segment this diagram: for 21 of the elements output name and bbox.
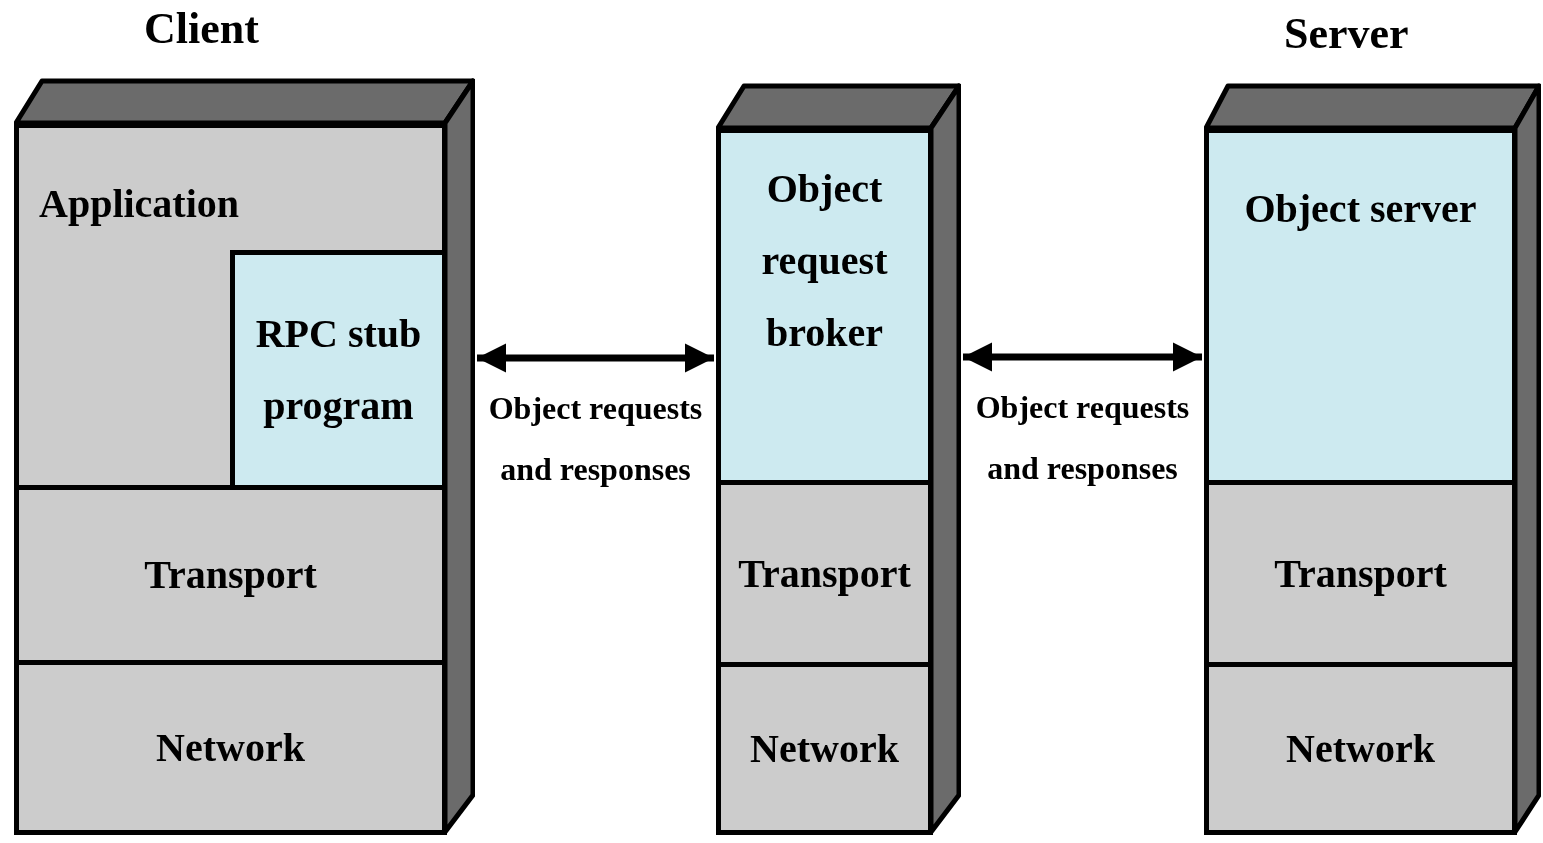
layer-box <box>1204 662 1517 835</box>
column-heading: Server <box>1284 8 1409 59</box>
computer-stack <box>716 83 961 835</box>
layer-label: Transport <box>737 549 912 598</box>
layer-label: Network <box>749 724 900 773</box>
column-heading: Client <box>144 3 259 54</box>
layer-box <box>14 660 447 835</box>
double-arrow <box>963 342 1202 372</box>
layer-box <box>230 250 442 485</box>
layer-label: Application <box>39 180 240 228</box>
layer-label: Transport <box>1273 549 1448 598</box>
layer-label: Network <box>1285 724 1436 773</box>
edge-label: Object requests and responses <box>487 389 704 489</box>
layer-label: Object request broker <box>760 165 889 357</box>
layer-label: Network <box>155 723 306 772</box>
layer-label: Object server <box>1243 185 1478 233</box>
layer-label: Transport <box>143 551 318 599</box>
layer-label: RPC stub program <box>254 310 423 430</box>
layer-box <box>716 662 933 835</box>
double-arrow <box>477 343 714 373</box>
edge-label: Object requests and responses <box>974 388 1191 488</box>
